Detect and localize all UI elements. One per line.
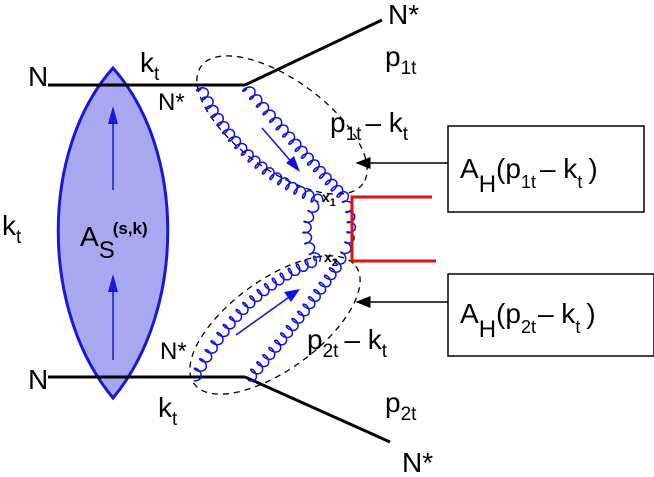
nstar-line-bottom — [244, 375, 391, 444]
label-x2: x2 — [324, 249, 338, 269]
label-p2t: p2t — [385, 387, 417, 425]
dashed-ellipse-bottom — [189, 255, 361, 395]
label-nstar-out-bottom: N* — [402, 447, 433, 477]
ah-box-bottom-label: AH(p2t– kt) — [460, 298, 596, 343]
gluon-bottom-inner — [247, 259, 342, 382]
blob-arrow-top — [108, 106, 118, 190]
label-p1t: p1t — [385, 41, 417, 79]
label-kt-bottom: kt — [158, 392, 178, 430]
label-as: AS(s,k) — [80, 219, 148, 264]
gluon-center — [302, 199, 322, 263]
label-kt-left: kt — [2, 210, 22, 248]
label-nstar-inner-bottom: N* — [160, 338, 187, 365]
label-n-top: N — [28, 61, 48, 92]
ah-box-top — [447, 125, 645, 213]
ah-box-top-label: AH(p1t– kt) — [460, 153, 598, 198]
blob-arrow-bottom — [108, 274, 118, 360]
gluon-arrow-bottom — [235, 289, 300, 336]
red-higgs-line — [350, 195, 436, 263]
nstar-line-top — [244, 18, 383, 87]
label-x1: x1 — [322, 189, 336, 209]
gluon-arrow-top — [261, 127, 300, 172]
label-nstar-inner-top: N* — [158, 89, 185, 116]
gluon-top-outer — [195, 87, 324, 203]
gluon-bottom-outer — [193, 255, 318, 382]
label-kt-top: kt — [140, 47, 160, 85]
label-p1t-minus-kt: p1t– kt — [330, 107, 409, 145]
label-p2t-minus-kt: p2t– kt — [307, 324, 388, 362]
label-n-bottom: N — [28, 364, 48, 395]
ah-box-bottom — [447, 273, 654, 357]
gluon-top-inner — [242, 86, 350, 201]
gluon-lines — [193, 86, 357, 382]
as-blob — [56, 65, 170, 401]
label-nstar-out-top: N* — [388, 0, 419, 30]
